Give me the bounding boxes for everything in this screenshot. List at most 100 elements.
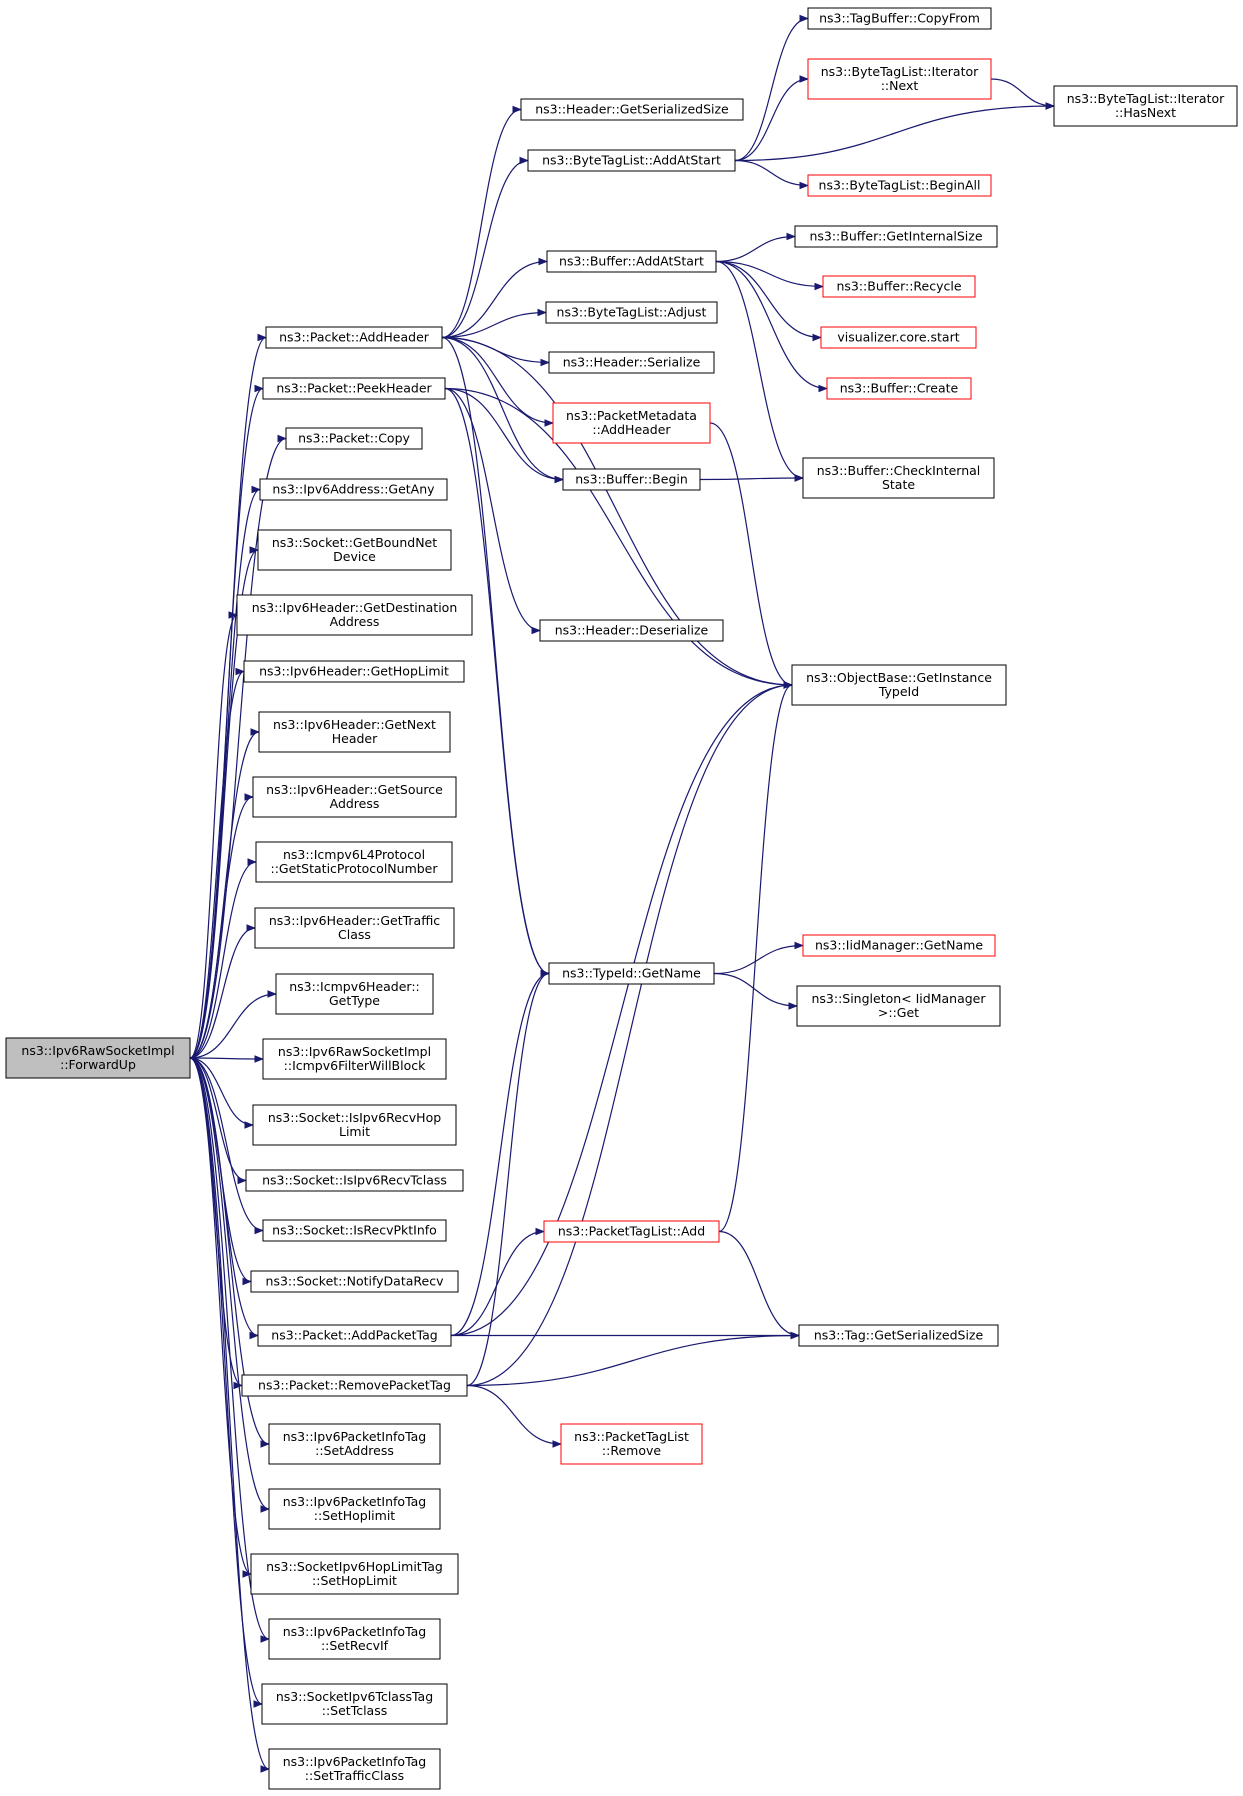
node-byte-tag-list-add-at-start[interactable]: ns3::ByteTagList::AddAtStart	[527, 149, 736, 172]
edge-remove-packet-tag-to-tag-get-serialized-size	[466, 1331, 800, 1387]
node-icmp-get-type[interactable]: ns3::Icmpv6Header::GetType	[275, 973, 434, 1015]
node-buffer-add-at-start[interactable]: ns3::Buffer::AddAtStart	[546, 250, 717, 273]
node-get-any[interactable]: ns3::Ipv6Address::GetAny	[259, 478, 448, 501]
node-box	[252, 1104, 457, 1146]
edge-iterator-next-to-iterator-has-next	[990, 78, 1055, 110]
node-label: ns3::Ipv6Header::GetNext	[273, 717, 436, 732]
node-buffer-create[interactable]: ns3::Buffer::Create	[826, 377, 972, 400]
node-box	[802, 457, 995, 499]
node-get-hop-limit[interactable]: ns3::Ipv6Header::GetHopLimit	[243, 660, 465, 683]
node-get-internal-size[interactable]: ns3::Buffer::GetInternalSize	[794, 225, 998, 248]
node-label: >::Get	[878, 1005, 919, 1020]
node-visualizer-start[interactable]: visualizer.core.start	[820, 326, 977, 349]
node-set-hoplimit[interactable]: ns3::Ipv6PacketInfoTag::SetHoplimit	[268, 1488, 441, 1530]
node-box	[268, 1748, 441, 1790]
node-add-header[interactable]: ns3::Packet::AddHeader	[265, 326, 443, 349]
node-tag-buffer-copy-from[interactable]: ns3::TagBuffer::CopyFrom	[807, 7, 992, 30]
edge-add-packet-tag-to-type-id-get-name	[450, 969, 550, 1337]
node-packet-tag-list-remove[interactable]: ns3::PacketTagList::Remove	[560, 1423, 703, 1465]
node-is-ipv6-recv-tclass[interactable]: ns3::Socket::IsIpv6RecvTclass	[245, 1169, 464, 1192]
node-root[interactable]: ns3::Ipv6RawSocketImpl::ForwardUp	[5, 1037, 191, 1079]
edge-packet-tag-list-add-to-get-instance-type-id	[718, 681, 793, 1233]
edge-peek-header-to-buffer-begin	[444, 387, 564, 484]
node-box	[252, 776, 457, 818]
node-copy[interactable]: ns3::Packet::Copy	[285, 427, 423, 450]
node-iid-get-name[interactable]: ns3::IidManager::GetName	[802, 934, 996, 957]
node-label: TypeId	[878, 684, 919, 699]
node-label: ns3::Header::Serialize	[563, 355, 701, 370]
node-tag-get-serialized-size[interactable]: ns3::Tag::GetSerializedSize	[798, 1324, 999, 1347]
edge-packet-tag-list-add-to-tag-get-serialized-size	[718, 1230, 800, 1340]
node-get-static-protocol-number[interactable]: ns3::Icmpv6L4Protocol::GetStaticProtocol…	[255, 841, 453, 883]
node-buffer-recycle[interactable]: ns3::Buffer::Recycle	[822, 275, 976, 298]
edge-byte-tag-list-add-at-start-to-iterator-has-next	[734, 102, 1055, 162]
node-add-packet-tag[interactable]: ns3::Packet::AddPacketTag	[257, 1324, 452, 1347]
edge-root-to-is-ipv6-recv-hop-limit	[189, 1057, 254, 1129]
node-label: ns3::Ipv6Header::GetSource	[266, 782, 443, 797]
node-label: ::SetTrafficClass	[305, 1768, 404, 1783]
node-label: ns3::Packet::AddPacketTag	[271, 1328, 437, 1343]
node-packet-tag-list-add[interactable]: ns3::PacketTagList::Add	[543, 1220, 720, 1243]
node-packet-metadata-add-header[interactable]: ns3::PacketMetadata::AddHeader	[552, 402, 711, 444]
node-header-deserialize[interactable]: ns3::Header::Deserialize	[539, 619, 724, 642]
node-label: ns3::SocketIpv6TclassTag	[276, 1689, 433, 1704]
node-label: ::AddHeader	[592, 422, 671, 437]
node-label: visualizer.core.start	[837, 330, 959, 345]
node-byte-tag-list-adjust[interactable]: ns3::ByteTagList::Adjust	[545, 301, 718, 324]
node-box	[275, 973, 434, 1015]
edge-root-to-get-static-protocol-number	[189, 858, 257, 1059]
node-iterator-has-next[interactable]: ns3::ByteTagList::Iterator::HasNext	[1053, 85, 1238, 127]
node-label: ns3::Buffer::Create	[840, 381, 959, 396]
node-box	[241, 1374, 468, 1397]
node-label: ns3::Packet::RemovePacketTag	[258, 1378, 451, 1393]
node-remove-packet-tag[interactable]: ns3::Packet::RemovePacketTag	[241, 1374, 468, 1397]
edge-byte-tag-list-add-at-start-to-iterator-next	[734, 75, 809, 162]
node-label: ns3::Singleton< IidManager	[811, 991, 986, 1006]
node-label: ns3::Packet::Copy	[298, 431, 410, 446]
node-singleton-get[interactable]: ns3::Singleton< IidManager>::Get	[796, 985, 1001, 1027]
node-buffer-begin[interactable]: ns3::Buffer::Begin	[562, 468, 701, 491]
node-label: ns3::Packet::PeekHeader	[276, 381, 432, 396]
node-filter-will-block[interactable]: ns3::Ipv6RawSocketImpl::Icmpv6FilterWill…	[262, 1038, 447, 1080]
node-box	[261, 1683, 448, 1725]
node-label: ns3::ByteTagList::Iterator	[821, 64, 979, 79]
node-label: ns3::Tag::GetSerializedSize	[814, 1328, 984, 1343]
node-box	[802, 934, 996, 957]
node-box	[257, 529, 452, 571]
node-set-hop-limit-tag[interactable]: ns3::SocketIpv6HopLimitTag::SetHopLimit	[250, 1553, 459, 1595]
node-begin-all[interactable]: ns3::ByteTagList::BeginAll	[807, 174, 992, 197]
node-set-address[interactable]: ns3::Ipv6PacketInfoTag::SetAddress	[268, 1423, 441, 1465]
node-box	[259, 478, 448, 501]
node-box	[545, 301, 718, 324]
node-label: ns3::Ipv6PacketInfoTag	[283, 1429, 427, 1444]
node-type-id-get-name[interactable]: ns3::TypeId::GetName	[548, 962, 715, 985]
edge-root-to-get-any	[189, 485, 261, 1059]
node-box	[820, 326, 977, 349]
node-box	[548, 351, 715, 374]
node-is-recv-pkt-info[interactable]: ns3::Socket::IsRecvPktInfo	[262, 1219, 447, 1242]
node-set-traffic-class[interactable]: ns3::Ipv6PacketInfoTag::SetTrafficClass	[268, 1748, 441, 1790]
node-header-get-serialized-size[interactable]: ns3::Header::GetSerializedSize	[520, 98, 744, 121]
node-set-recv-if[interactable]: ns3::Ipv6PacketInfoTag::SetRecvIf	[268, 1618, 441, 1660]
node-label: ns3::ByteTagList::AddAtStart	[542, 153, 721, 168]
node-label: ns3::Icmpv6Header::	[289, 979, 420, 994]
node-set-tclass[interactable]: ns3::SocketIpv6TclassTag::SetTclass	[261, 1683, 448, 1725]
node-box	[796, 985, 1001, 1027]
node-peek-header[interactable]: ns3::Packet::PeekHeader	[262, 377, 446, 400]
node-header-serialize[interactable]: ns3::Header::Serialize	[548, 351, 715, 374]
node-box	[543, 1220, 720, 1243]
node-box	[254, 907, 455, 949]
node-notify-data-recv[interactable]: ns3::Socket::NotifyDataRecv	[250, 1270, 459, 1293]
edge-add-header-to-get-instance-type-id	[441, 336, 793, 689]
edge-remove-packet-tag-to-packet-tag-list-remove	[466, 1384, 562, 1448]
node-iterator-next[interactable]: ns3::ByteTagList::Iterator::Next	[807, 58, 992, 100]
node-label: Address	[330, 796, 380, 811]
